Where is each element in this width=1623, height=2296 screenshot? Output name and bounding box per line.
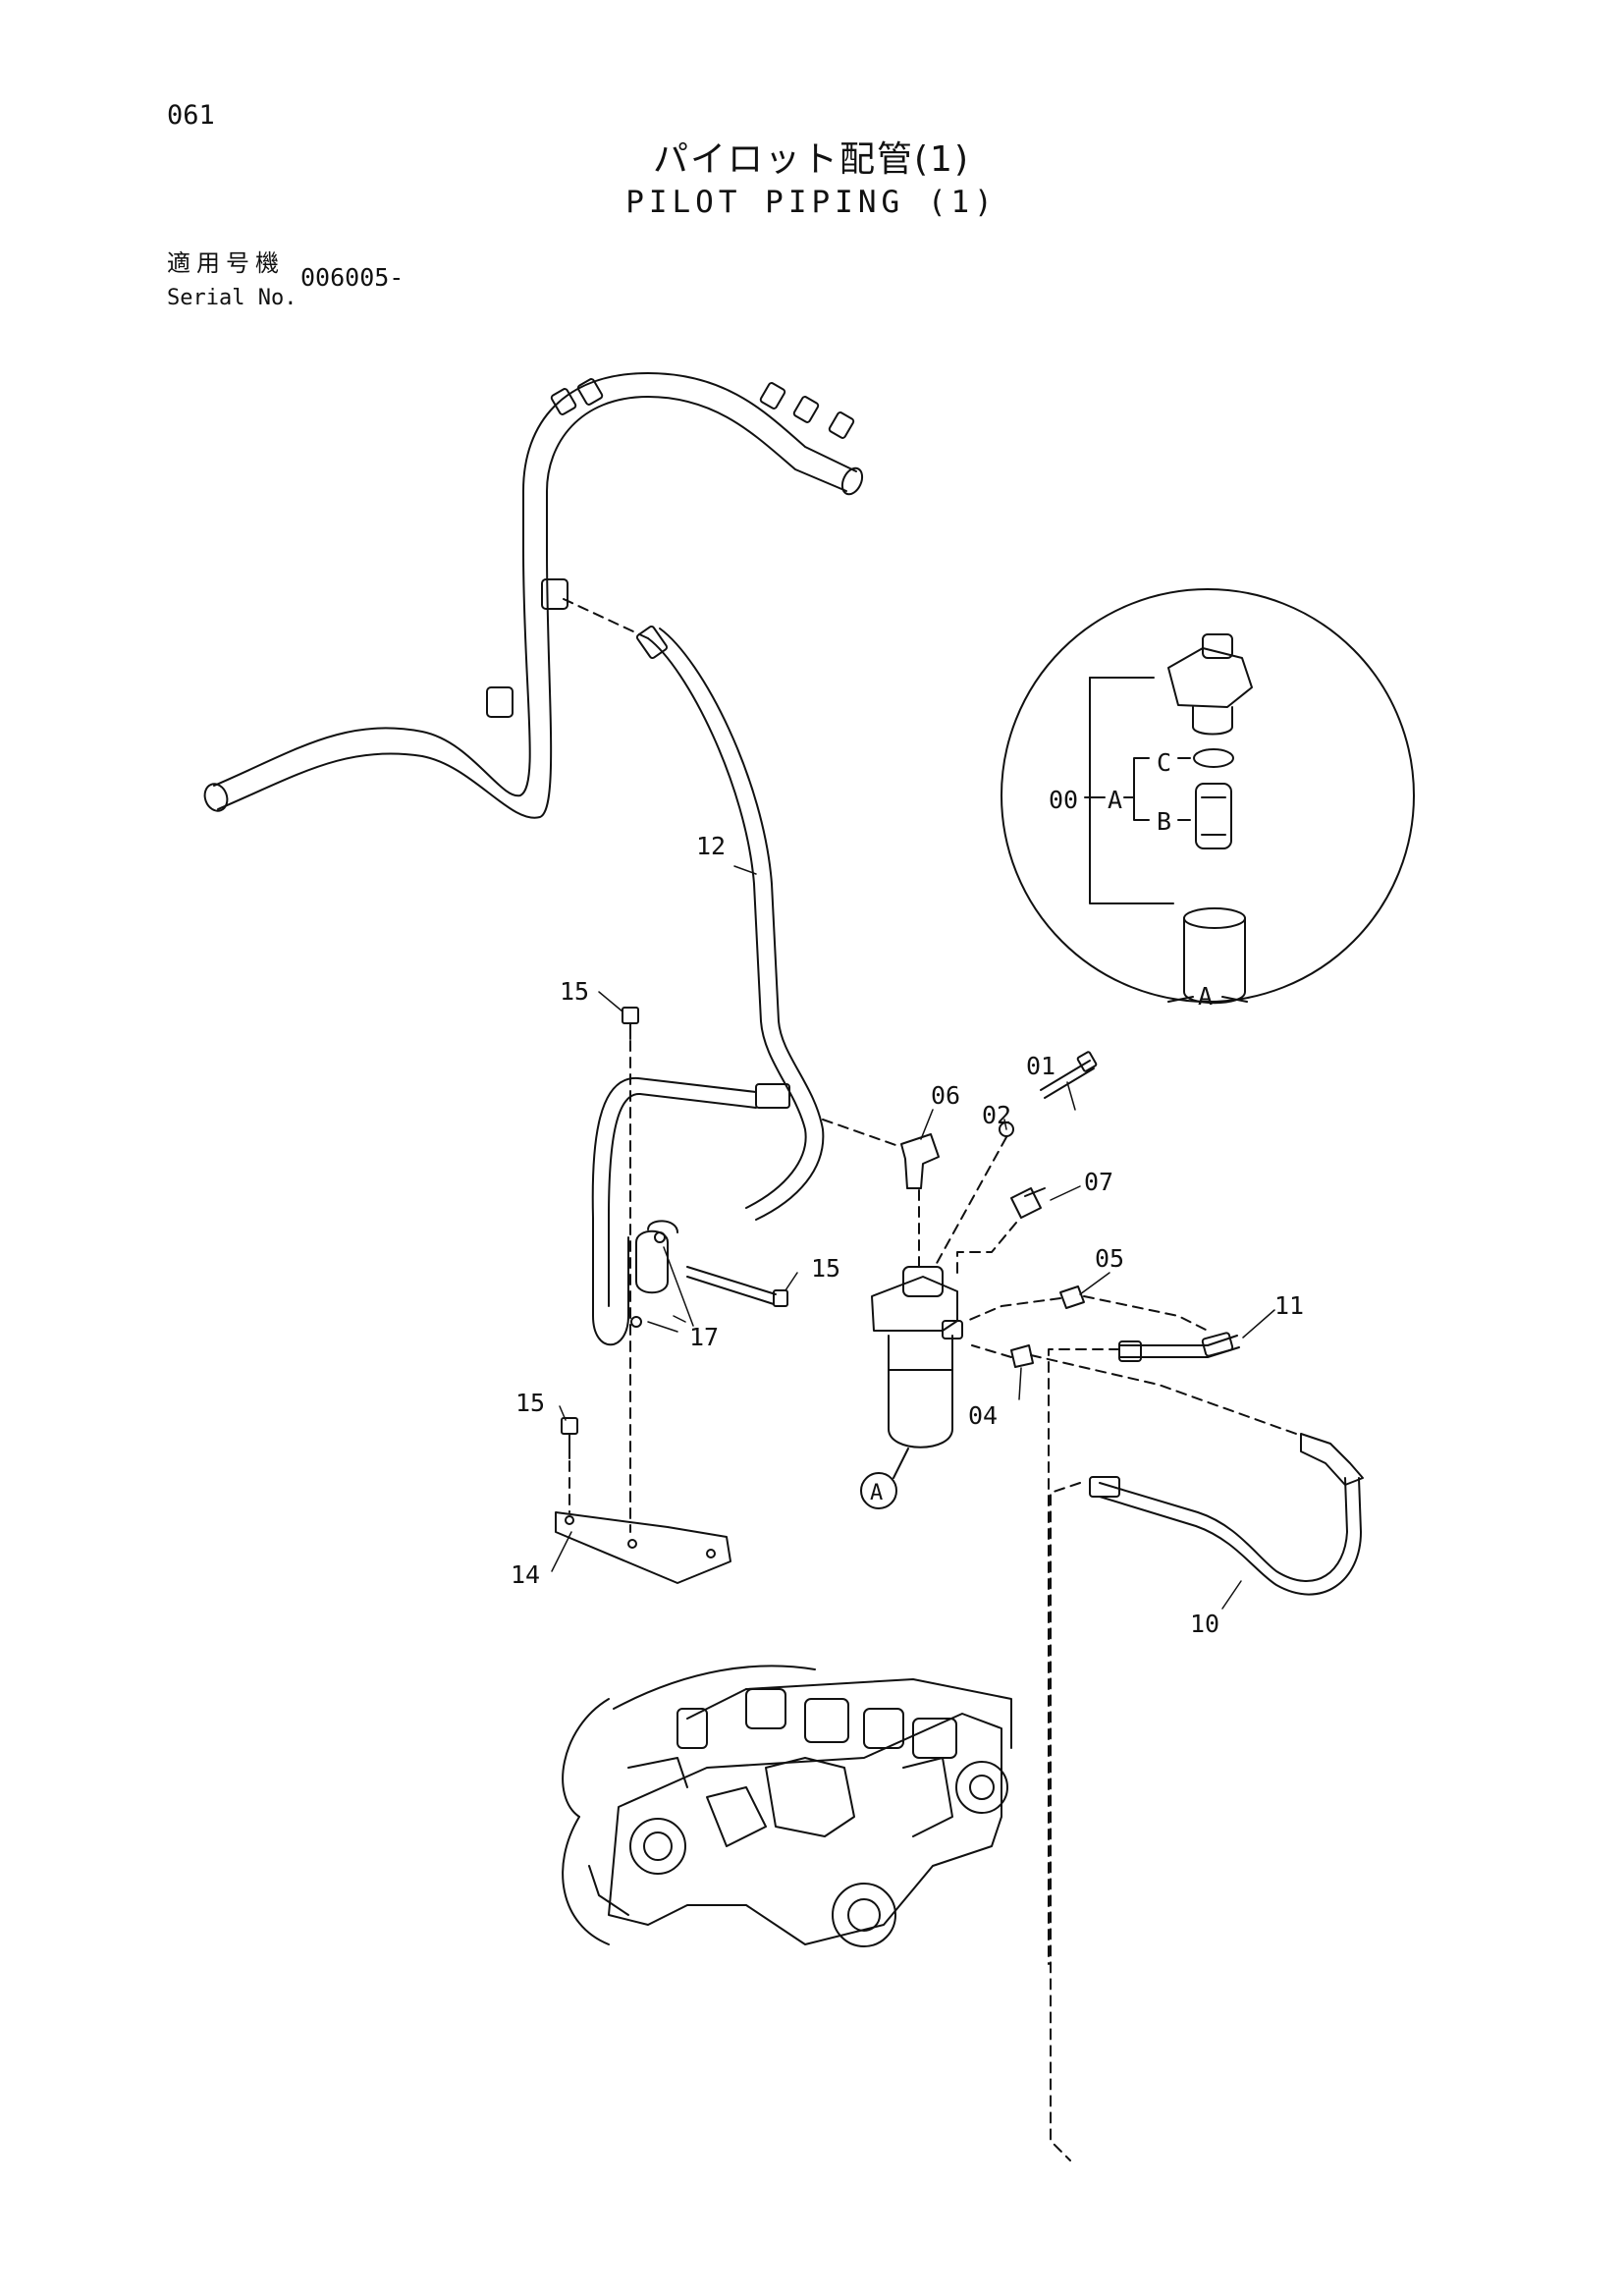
page-title: PILOT PIPING (1) [625,185,998,220]
elbow-06 [900,1133,940,1189]
callout-00: 00 [1049,786,1078,814]
callout-05: 05 [1095,1244,1124,1273]
callout-02: 02 [982,1101,1011,1129]
callout-b: B [1157,807,1171,836]
bolt-15-lower [561,1417,578,1459]
bolt-01 [1040,1051,1098,1099]
callout-15-upper: 15 [560,977,589,1006]
adapter-04 [1010,1344,1034,1368]
plate-14 [555,1511,731,1584]
main-pump-assembly [562,1665,1012,1947]
page-number: 061 [167,100,215,131]
leader-lines [551,865,1275,1610]
callout-07: 07 [1084,1168,1113,1196]
callout-06: 06 [931,1081,960,1110]
callout-12: 12 [696,832,726,860]
pilot-filter [871,1266,963,1449]
hose-10 [1089,1433,1364,1596]
serial-label: Serial No. [167,286,298,310]
callout-labels: 00 A C B A 12 15 06 01 02 07 15 05 11 17… [511,748,1304,1638]
bolt-15-upper [622,1007,639,1040]
callout-04: 04 [968,1401,998,1430]
serial-label-japanese: 適用号機 [167,249,285,277]
hose-11 [1118,1332,1240,1362]
detail-label-a: A [1198,982,1213,1011]
callout-a-tree: A [1108,786,1122,814]
clamp-17 [630,1220,678,1328]
page-title-japanese: パイロット配管(1) [653,139,970,180]
callout-14: 14 [511,1560,540,1589]
callout-circle-a-label: A [870,1481,883,1505]
callout-15-middle: 15 [811,1254,840,1283]
callout-circle-a [860,1472,897,1509]
callout-01: 01 [1026,1052,1055,1080]
detail-circle-a [1001,588,1415,1005]
callout-11: 11 [1274,1291,1304,1320]
hose-12 [591,625,825,1346]
adapter-05 [1059,1285,1085,1309]
bolt-15-middle [686,1266,788,1307]
callout-10: 10 [1190,1610,1219,1638]
callout-15-lower: 15 [515,1389,545,1417]
upper-pipe-assembly [203,372,864,819]
callout-17: 17 [689,1323,719,1351]
connector-07 [1010,1187,1046,1219]
serial-number-value: 006005- [300,263,405,292]
callout-c: C [1157,748,1171,777]
